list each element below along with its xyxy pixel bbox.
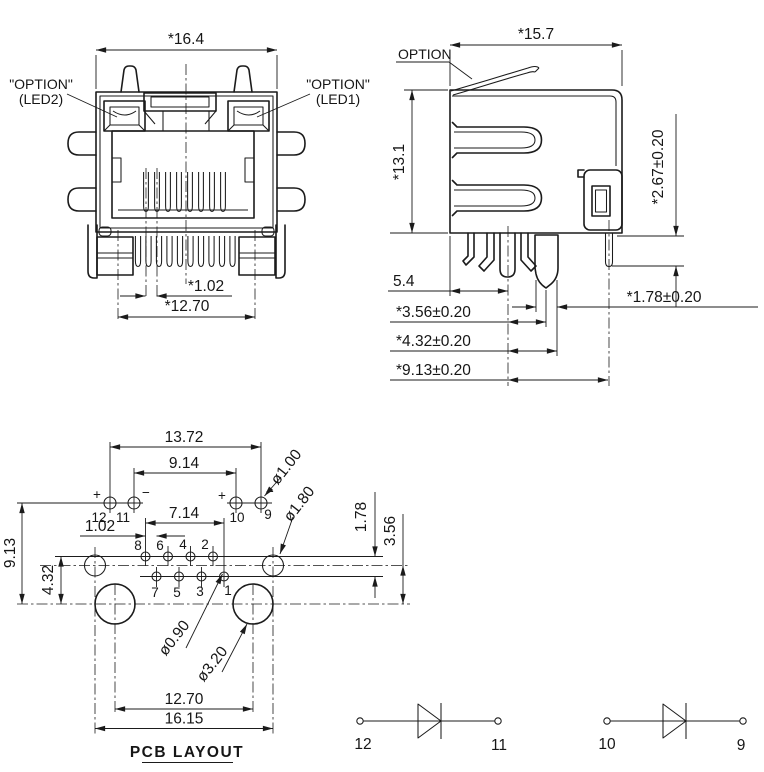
led-pads	[103, 496, 268, 510]
front-body-inner	[99, 95, 274, 229]
shield-hole-right	[261, 554, 285, 577]
front-body-outline	[95, 91, 278, 233]
polarity-minus-left: −	[142, 485, 150, 500]
pad-label-2: 2	[201, 537, 209, 552]
side-spring-slots	[451, 121, 543, 217]
pcb-contact-dia: ø0.90	[156, 617, 194, 659]
pad-label-4: 4	[179, 537, 187, 552]
d1-anode-terminal	[356, 717, 364, 725]
front-pins	[134, 236, 236, 268]
pad-label-12: 12	[91, 510, 106, 525]
polarity-plus-right: +	[218, 488, 226, 503]
front-side-wings	[67, 131, 306, 212]
side-option-leader	[448, 61, 473, 80]
led2-label-2: (LED2)	[19, 91, 63, 107]
led2-label-1: "OPTION"	[9, 76, 73, 92]
led1-label-1: "OPTION"	[306, 76, 370, 92]
d2-diode-symbol	[662, 703, 687, 739]
side-post-center-dim: *3.56±0.20	[396, 304, 471, 321]
pcb-height-dim: 9.13	[2, 538, 19, 568]
polarity-plus-left: +	[93, 487, 101, 502]
front-cavity	[111, 130, 255, 219]
front-view: *16.4 *1.02 *12.70 "OPTION" (LED2) "OPTI…	[9, 31, 370, 322]
front-latch-slot	[143, 92, 217, 131]
side-latch-legs	[462, 232, 537, 278]
side-latch-offset-dim: 5.4	[393, 273, 415, 290]
pad-label-3: 3	[196, 584, 204, 599]
pad-label-10: 10	[229, 510, 244, 525]
d2-anode-terminal	[603, 717, 611, 725]
pcb-layout: + − + − 12 11 10 9 8 6 4 2 7 5 3 1 13.72…	[2, 429, 410, 764]
led1-label-2: (LED1)	[316, 91, 360, 107]
side-height-dim: *13.1	[391, 144, 408, 180]
pcb-shield-dia: ø1.80	[281, 483, 319, 525]
shield-hole-left	[83, 554, 107, 577]
d1-anode-label: 12	[354, 736, 371, 753]
pcb-led-span-dim: 13.72	[165, 429, 204, 446]
pcb-contact-span-dim: 7.14	[169, 505, 200, 522]
front-span-dim: *12.70	[165, 298, 210, 315]
side-led-pin-dim: *2.67±0.20	[650, 129, 667, 204]
post-hole-right	[232, 583, 274, 625]
front-pitch-dim: *1.02	[188, 278, 224, 295]
front-contacts	[143, 172, 226, 213]
pcb-row-gap-dim: 1.78	[353, 502, 370, 532]
led-circuit-2: 10 9	[598, 703, 747, 754]
side-body-inner	[452, 95, 617, 166]
side-spring-tab	[450, 65, 540, 96]
pcb-overall-dim: 16.15	[165, 711, 204, 728]
led1-window	[227, 100, 270, 132]
side-post-width-dim: *1.78±0.20	[627, 289, 702, 306]
pcb-led-inner-dim: 9.14	[169, 455, 200, 472]
d1-cathode-label: 11	[491, 737, 507, 754]
front-width-dim: *16.4	[168, 31, 205, 48]
pcb-stagger-dim: 1.02	[85, 518, 115, 535]
d1-diode-symbol	[417, 703, 442, 739]
pcb-led-pad-dia: ø1.00	[268, 446, 306, 488]
front-top-bosses	[120, 65, 253, 93]
d1-cathode-terminal	[494, 717, 502, 725]
side-view: *15.7 OPTION *13.1 *2.67±0.20 5.4 *3.56±…	[388, 26, 758, 386]
side-depth-dim: *15.7	[518, 26, 554, 43]
pad-label-9: 9	[264, 507, 272, 522]
led2-leader	[66, 93, 118, 118]
pad-label-5: 5	[173, 585, 181, 600]
d2-cathode-label: 9	[737, 737, 746, 754]
led-circuit-1: 12 11	[354, 703, 507, 754]
front-bottom-hardware	[87, 224, 286, 279]
side-led-pod	[577, 169, 623, 231]
pad-label-7: 7	[151, 585, 159, 600]
side-pin-center-dim: *9.13±0.20	[396, 362, 471, 379]
side-post-edge-dim: *4.32±0.20	[396, 333, 471, 350]
pad-label-11: 11	[116, 510, 130, 525]
side-option-label: OPTION	[398, 46, 452, 62]
d2-anode-label: 10	[598, 736, 616, 753]
side-emi-post	[534, 234, 559, 289]
led1-leader	[256, 93, 311, 118]
pcb-shield-row-dim: 3.56	[382, 516, 399, 546]
post-hole-left	[94, 583, 136, 625]
pcb-post-row-dim: 4.32	[40, 565, 57, 595]
pcb-post-span-dim: 12.70	[165, 691, 204, 708]
pad-label-1: 1	[224, 583, 232, 598]
led2-window	[103, 100, 146, 132]
d2-cathode-terminal	[739, 717, 747, 725]
pcb-title: PCB LAYOUT	[130, 744, 244, 761]
pad-label-8: 8	[134, 538, 142, 553]
pad-label-6: 6	[156, 538, 164, 553]
